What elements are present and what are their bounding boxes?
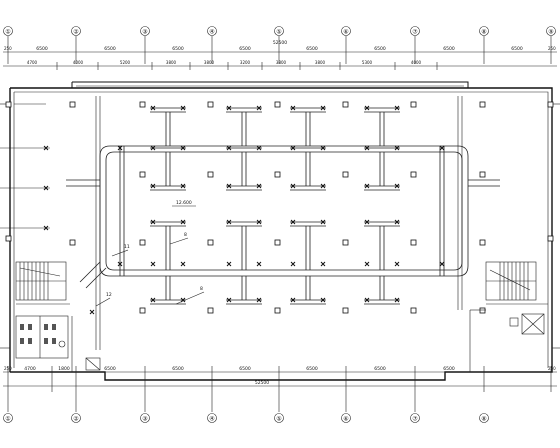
dim-top-span-6: 6500: [374, 46, 386, 52]
tag-8-a: 8: [184, 232, 187, 238]
grid-bubble-bottom-3: ③: [140, 413, 150, 423]
annotations: 12.600 11 8 8 12: [95, 200, 205, 307]
svg-text:1800: 1800: [58, 366, 70, 372]
grid-bubble-top-5: ⑤: [274, 26, 284, 36]
svg-text:②: ②: [73, 29, 79, 36]
structural-columns: [5, 101, 554, 314]
svg-text:⑦: ⑦: [412, 416, 418, 423]
duct-loop: [66, 145, 500, 289]
bottom-grid-bubbles: ① ② ③ ④ ⑤ ⑥ ⑦ ⑧: [3, 413, 489, 423]
svg-text:③: ③: [142, 29, 147, 36]
grid-bubble-top-3: ③: [140, 26, 150, 36]
svg-text:⑦: ⑦: [412, 29, 418, 36]
svg-text:⑧: ⑧: [481, 29, 486, 36]
svg-text:5200: 5200: [120, 60, 131, 65]
svg-text:⑥: ⑥: [343, 29, 348, 36]
svg-text:3800: 3800: [204, 60, 215, 65]
svg-text:4700: 4700: [24, 366, 36, 372]
grid-bubble-bottom-8: ⑧: [479, 413, 489, 423]
dim-top-total: 52500: [273, 40, 287, 46]
equipment-box: [85, 357, 101, 371]
svg-text:6500: 6500: [239, 366, 251, 372]
svg-text:④: ④: [209, 416, 214, 423]
svg-text:②: ②: [73, 416, 79, 423]
toilet-room: [15, 315, 69, 359]
svg-text:⑨: ⑨: [548, 29, 553, 36]
dim-top-span-7: 6500: [443, 46, 455, 52]
left-leader-lines: [0, 103, 50, 229]
grid-bubble-bottom-6: ⑥: [341, 413, 351, 423]
dim-top-span-8: 6500: [511, 46, 523, 52]
grid-bubble-bottom-1: ①: [3, 413, 13, 423]
diffuser-marks: [43, 105, 445, 315]
grid-bubble-bottom-7: ⑦: [410, 413, 420, 423]
elevator-shaft: [509, 313, 545, 335]
svg-text:6500: 6500: [306, 366, 318, 372]
dim-top-span-5: 6500: [306, 46, 318, 52]
svg-text:3800: 3800: [166, 60, 177, 65]
dim-top-right-end: 250: [548, 46, 556, 51]
svg-text:6500: 6500: [172, 366, 184, 372]
tag-12: 12: [106, 292, 112, 298]
svg-text:3200: 3200: [240, 60, 251, 65]
svg-text:4000: 4000: [411, 60, 422, 65]
tag-11: 11: [124, 244, 130, 250]
grid-bubble-bottom-4: ④: [207, 413, 217, 423]
dim-bottom-right-end: 250: [548, 366, 556, 371]
svg-text:①: ①: [5, 416, 10, 423]
dim-bottom-left-end: 250: [4, 366, 12, 371]
grid-bubble-bottom-2: ②: [71, 413, 81, 423]
stair-right: [485, 261, 537, 301]
svg-text:3800: 3800: [315, 60, 326, 65]
svg-text:⑤: ⑤: [276, 416, 281, 423]
top-dimension-row-2: 4700 4000 5200 3800 3800 3200 3800 3800 …: [3, 60, 557, 70]
svg-text:6500: 6500: [443, 366, 455, 372]
grid-bubble-top-6: ⑥: [341, 26, 351, 36]
grid-bubble-top-1: ①: [3, 26, 13, 36]
grid-bubble-top-7: ⑦: [410, 26, 420, 36]
top-grid-bubbles: ① ② ③ ④ ⑤ ⑥ ⑦ ⑧ ⑨: [3, 26, 556, 36]
dim-top-span-4: 6500: [239, 46, 251, 52]
tag-8-b: 8: [200, 286, 203, 292]
bottom-dimension-row-1: 250 250 4700 1800 6500 6500 6500 6500 65…: [3, 366, 557, 412]
grid-bubble-top-2: ②: [71, 26, 81, 36]
svg-text:4700: 4700: [27, 60, 38, 65]
dim-top-left-end: 250: [4, 46, 12, 51]
dim-top-span-2: 6500: [104, 46, 116, 52]
duct-branches: [119, 107, 445, 305]
top-dimension-row-1: 250 250 52500 6500 6500 6500 6500 6500 6…: [3, 36, 557, 64]
svg-text:6500: 6500: [374, 366, 386, 372]
interior-partitions: [16, 303, 548, 372]
svg-text:①: ①: [5, 29, 10, 36]
svg-text:4000: 4000: [73, 60, 84, 65]
svg-text:⑧: ⑧: [481, 416, 486, 423]
grid-bubble-top-8: ⑧: [479, 26, 489, 36]
svg-text:6500: 6500: [104, 366, 116, 372]
svg-text:3800: 3800: [276, 60, 287, 65]
svg-text:③: ③: [142, 416, 147, 423]
dim-top-span-1: 6500: [36, 46, 48, 52]
grid-bubble-top-9: ⑨: [546, 26, 556, 36]
dim-bottom-total: 52500: [255, 380, 269, 386]
grid-bubble-top-4: ④: [207, 26, 217, 36]
svg-text:⑥: ⑥: [343, 416, 348, 423]
dim-top-span-3: 6500: [172, 46, 184, 52]
svg-text:④: ④: [209, 29, 214, 36]
grid-bubble-bottom-5: ⑤: [274, 413, 284, 423]
svg-text:5300: 5300: [362, 60, 373, 65]
stair-left: [15, 261, 67, 301]
svg-text:⑤: ⑤: [276, 29, 281, 36]
elevation-label: 12.600: [176, 200, 192, 206]
building-outline: [0, 81, 560, 381]
